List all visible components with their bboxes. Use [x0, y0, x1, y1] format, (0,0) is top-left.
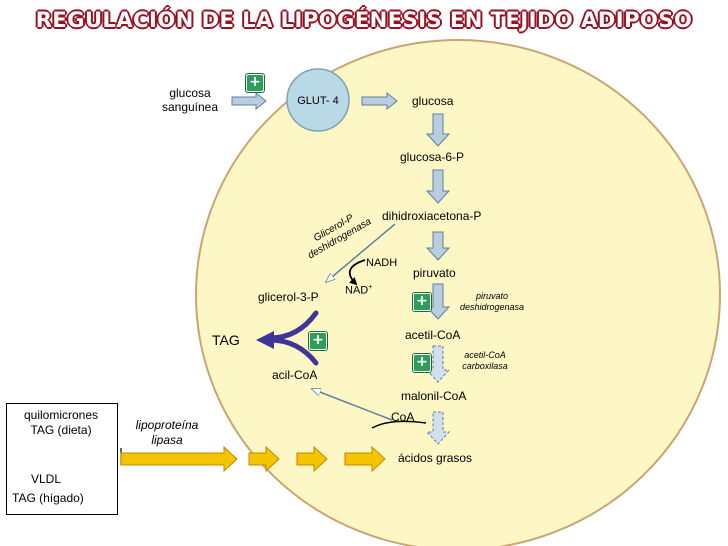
glut4-transporter	[286, 68, 350, 132]
source-tag-higado: TAG (hígado)	[12, 491, 84, 505]
nad-superscript: +	[368, 284, 373, 291]
arrow-coa-to-acilcoa	[312, 389, 393, 421]
label-glucosa6p: glucosa-6-P	[400, 150, 465, 164]
glucosa-sanguinea-line1: glucosa	[169, 86, 211, 100]
label-glicerol3p: glicerol-3-P	[258, 290, 319, 304]
enzyme-acetilcoa-carboxilasa: acetil-CoA carboxilasa	[445, 350, 525, 372]
arrow-glucosa-to-glucosa6p	[425, 113, 451, 147]
enzyme-piruvato-deshidrogenasa: piruvato deshidrogenasa	[452, 291, 532, 313]
tag-dieta-text: TAG (dieta)	[30, 423, 92, 437]
arrow-dhap-to-glicerol3p	[326, 223, 396, 282]
arrow-acetilcoa-to-malonilcoa	[425, 345, 451, 383]
piruvato-enzyme-line1: piruvato	[475, 291, 509, 301]
lipasa-enzyme-line2: lipasa	[151, 433, 183, 447]
arrow-dhap-to-piruvato	[425, 231, 451, 261]
adipocyte-cell	[195, 39, 721, 546]
label-nad: NAD+	[345, 284, 372, 297]
arrow-piruvato-to-acetilcoa	[425, 283, 451, 320]
arrow-lipid-2	[248, 445, 280, 473]
arrow-lipid-1	[120, 445, 238, 473]
activator-plus-tag: +	[309, 332, 327, 350]
arrow-glut4-to-glucosa	[361, 91, 398, 111]
nadh-nad-curve	[348, 259, 366, 286]
label-acidos-grasos: ácidos grasos	[398, 451, 473, 465]
piruvato-enzyme-line2: deshidrogenasa	[459, 302, 525, 312]
quilomicrones-text: quilomicrones	[23, 408, 99, 422]
label-tag: TAG	[212, 332, 240, 348]
activator-plus-glut4: +	[246, 74, 264, 92]
acetilcoa-enzyme-line1: acetil-CoA	[464, 350, 506, 360]
arrow-malonilcoa-to-acidos	[425, 411, 451, 445]
label-malonilcoa: malonil-CoA	[401, 389, 467, 403]
label-piruvato: piruvato	[413, 266, 456, 280]
arrow-lipid-3	[296, 445, 328, 473]
label-glucosa-sanguinea: glucosa sanguínea	[146, 86, 234, 114]
label-acilcoa: acil-CoA	[272, 368, 318, 382]
arrow-glucosa6p-to-dhap	[425, 169, 451, 204]
arrow-lipid-4	[344, 445, 386, 473]
activator-plus-piruvato-dh: +	[413, 293, 431, 311]
lipid-sources-box	[6, 403, 118, 515]
lipasa-enzyme-line1: lipoproteína	[135, 418, 199, 432]
arrow-glucosa-to-glut4	[231, 91, 267, 111]
label-acetilcoa: acetil-CoA	[405, 328, 461, 342]
label-dihidroxiacetona: dihidroxiacetona-P	[382, 209, 482, 223]
coa-curve	[371, 420, 427, 429]
acetilcoa-enzyme-line2: carboxilasa	[462, 361, 508, 371]
label-nadh: NADH	[366, 257, 398, 269]
enzyme-lipoproteina-lipasa: lipoproteína lipasa	[123, 418, 211, 448]
label-coa: CoA	[391, 410, 415, 424]
tag-fork-arrow	[256, 310, 319, 366]
nad-text: NAD	[345, 284, 369, 297]
label-glut4: GLUT- 4	[297, 95, 339, 107]
page-title: REGULACIÓN DE LA LIPOGÉNESIS EN TEJIDO A…	[35, 8, 693, 32]
source-quilomicrones: quilomicrones TAG (dieta)	[6, 408, 116, 438]
activator-plus-acetilcoa-carboxilasa: +	[413, 354, 431, 372]
source-vldl: VLDL	[31, 472, 62, 486]
glucosa-sanguinea-line2: sanguínea	[161, 100, 219, 114]
label-glucosa: glucosa	[412, 94, 454, 108]
